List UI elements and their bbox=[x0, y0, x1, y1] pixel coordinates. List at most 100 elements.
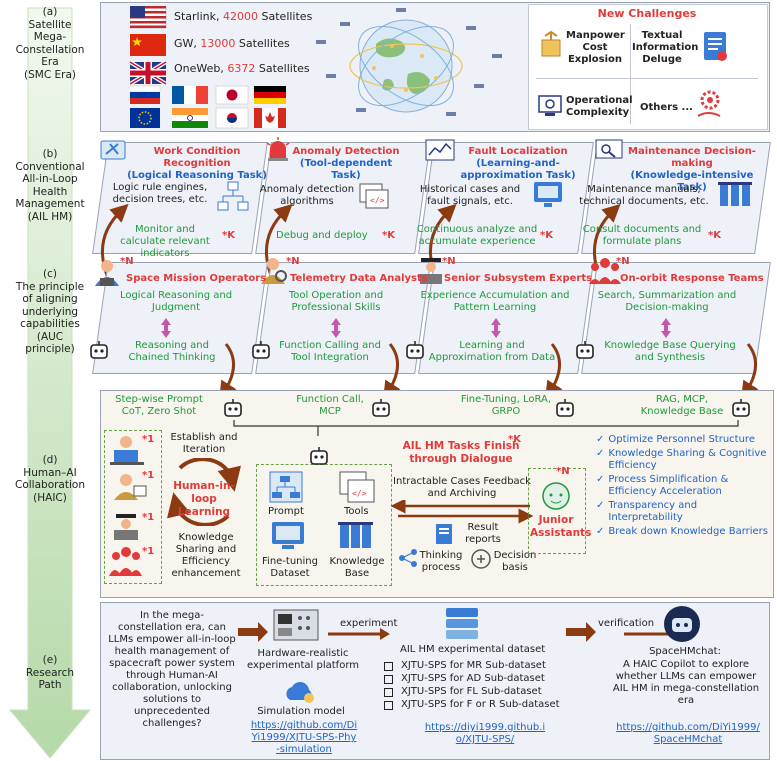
dialogue-arrows bbox=[390, 500, 534, 524]
platform-label: Hardware-realistic experimental platform bbox=[246, 648, 359, 671]
svg-text:</>: </> bbox=[370, 196, 385, 205]
starlink-count: Starlink, 42000 Satellites bbox=[174, 10, 313, 23]
robot-icon-d4 bbox=[732, 399, 750, 417]
ai-cap-4: Knowledge Base Querying and Synthesis bbox=[604, 340, 736, 363]
benefits-list: ✓Optimize Personnel Structure ✓Knowledge… bbox=[596, 434, 768, 538]
verification-label: verification bbox=[598, 618, 655, 629]
junior-n: *N bbox=[556, 466, 570, 477]
report-icon bbox=[436, 524, 452, 544]
decision-tree-icon bbox=[217, 181, 249, 211]
task-1-title: Work Condition Recognition(Logical Reaso… bbox=[127, 146, 267, 181]
one-3: *1 bbox=[142, 512, 155, 523]
technique-2: Function Call, MCP bbox=[296, 394, 364, 417]
code-window-icon: </> bbox=[359, 183, 389, 209]
oneweb-count: OneWeb, 6372 Satellites bbox=[174, 62, 310, 75]
technique-3: Fine-Tuning, LoRA, GRPO bbox=[460, 394, 552, 417]
subset-list: XJTU-SPS for MR Sub-dataset XJTU-SPS for… bbox=[384, 660, 560, 711]
research-panel bbox=[100, 602, 770, 760]
flags bbox=[130, 6, 286, 129]
benefit-item: ✓Process Simplification & Efficiency Acc… bbox=[596, 474, 729, 497]
one-4: *1 bbox=[142, 546, 155, 557]
chart-line-icon bbox=[425, 139, 455, 161]
technique-1: Step-wise Prompt CoT, Zero Shot bbox=[115, 394, 203, 417]
task-3-k: *K bbox=[540, 230, 553, 241]
result-label: Result reports bbox=[465, 522, 501, 545]
hil-label: Human-in-loop Learning bbox=[173, 480, 235, 518]
maintenance-icon bbox=[595, 139, 623, 159]
platform-icon bbox=[273, 609, 319, 641]
challenges-divider-v bbox=[630, 24, 631, 124]
robot-icon-c3 bbox=[406, 341, 424, 359]
ai-cap-1: Reasoning and Chained Thinking bbox=[128, 340, 216, 363]
one-2: *1 bbox=[142, 470, 155, 481]
challenges-divider-h bbox=[536, 78, 758, 79]
alarm-icon bbox=[266, 137, 290, 161]
junior-label: Junior Assistants bbox=[530, 514, 592, 539]
technique-4: RAG, MCP, Knowledge Base bbox=[640, 394, 724, 417]
human-group bbox=[104, 430, 162, 584]
decision-icon bbox=[471, 549, 491, 569]
module-dataset: Fine-tuning Dataset bbox=[262, 556, 318, 579]
finish-k: *K bbox=[508, 434, 521, 445]
task-2-loop: Debug and deploy bbox=[276, 230, 368, 241]
benefit-item: ✓Optimize Personnel Structure bbox=[596, 434, 755, 445]
task-4-desc: Maintenance manuals, technical documents… bbox=[579, 184, 709, 207]
robot-icon-d3 bbox=[556, 399, 574, 417]
experiment-label: experiment bbox=[340, 618, 398, 629]
task-3-title: Fault Localization(Learning-and-approxim… bbox=[460, 146, 576, 181]
database-stack-icon bbox=[446, 608, 478, 639]
expert-person-icon bbox=[420, 258, 442, 284]
globe-illustration bbox=[316, 8, 502, 116]
chat-link[interactable]: https://github.com/DiYi1999/SpaceHMchat bbox=[616, 722, 760, 745]
ai-cap-3: Learning and Approximation from Data bbox=[428, 340, 556, 363]
flow-arrows-c-d bbox=[219, 343, 759, 398]
task-1-desc: Logic rule engines, decision trees, etc. bbox=[112, 182, 208, 205]
one-1: *1 bbox=[142, 434, 155, 445]
junior-box bbox=[528, 468, 586, 554]
gear-hand-icon bbox=[697, 90, 721, 117]
challenge-textual: Textual Information Deluge bbox=[632, 30, 699, 65]
challenge-manpower: Manpower Cost Explosion bbox=[566, 30, 625, 65]
monitor-icon bbox=[534, 182, 562, 207]
challenge-complexity: Operational Complexity bbox=[566, 95, 633, 118]
usa-flag-icon bbox=[130, 6, 167, 29]
benefit-item: ✓Break down Knowledge Barriers bbox=[596, 526, 768, 537]
robot-icon-center bbox=[310, 447, 328, 465]
challenge-others: Others ... bbox=[640, 102, 693, 113]
knowledge-base-icon bbox=[338, 522, 373, 548]
role-1-n: *N bbox=[120, 256, 134, 267]
sharing-label: Knowledge Sharing and Efficiency enhance… bbox=[171, 532, 241, 579]
dataset-link[interactable]: https://diyi1999.github.io/XJTU-SPS/ bbox=[424, 722, 546, 745]
ai-cap-2: Function Calling and Tool Integration bbox=[279, 340, 381, 363]
task-2-title: Anomaly Detection(Tool-dependent Task) bbox=[292, 146, 400, 181]
module-tools: Tools bbox=[344, 506, 369, 517]
decision-label: Decision basis bbox=[493, 550, 537, 573]
task-4-k: *K bbox=[708, 230, 721, 241]
task-1-loop: Monitor and calculate relevant indicator… bbox=[120, 224, 210, 259]
task-3-desc: Historical cases and fault signals, etc. bbox=[419, 184, 521, 207]
human-icons bbox=[109, 436, 147, 576]
align-arrows bbox=[161, 318, 671, 338]
benefit-item: ✓Knowledge Sharing & Cognitive Efficienc… bbox=[596, 448, 767, 471]
spacehmchat-robot-icon bbox=[664, 606, 700, 642]
india-flag-icon bbox=[172, 108, 208, 128]
role-4-n: *N bbox=[616, 256, 630, 267]
role-1: Space Mission Operators bbox=[126, 273, 267, 284]
human-cap-1: Logical Reasoning and Judgment bbox=[119, 290, 233, 313]
challenges-box bbox=[528, 4, 768, 130]
robot-icon-c4 bbox=[576, 341, 594, 359]
france-flag-icon bbox=[172, 86, 208, 104]
network-icon bbox=[399, 549, 417, 567]
germany-flag-icon bbox=[254, 86, 286, 104]
gw-count: GW, 13000 Satellites bbox=[174, 37, 290, 50]
sim-link[interactable]: https://github.com/DiYi1999/XJTU-SPS-Phy… bbox=[250, 720, 358, 755]
subset-item: XJTU-SPS for FL Sub-dataset bbox=[384, 686, 560, 698]
baby-icon bbox=[542, 482, 570, 510]
prompt-icon bbox=[269, 471, 303, 503]
china-flag-icon bbox=[130, 34, 166, 56]
robot-icon-d2 bbox=[372, 399, 390, 417]
